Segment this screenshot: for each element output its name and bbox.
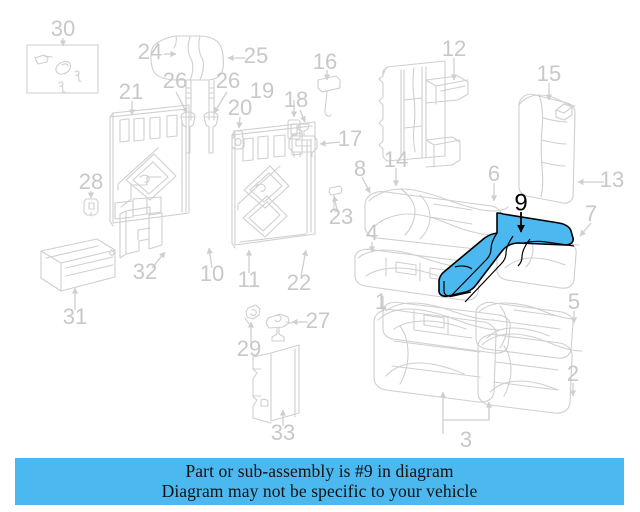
leader-26b — [213, 91, 228, 114]
part-32-bracket — [119, 206, 163, 259]
callout-8: 8 — [354, 156, 366, 181]
callout-29: 29 — [237, 336, 261, 361]
callout-10: 10 — [200, 261, 224, 286]
callout-13: 13 — [600, 167, 624, 192]
part-33-side-trim-panel — [252, 344, 300, 424]
banner-line-1: Part or sub-assembly is #9 in diagram — [185, 460, 454, 481]
part-5-mid-cushion — [475, 301, 576, 359]
callout-21: 21 — [119, 79, 143, 104]
leader-3-bracket — [439, 391, 493, 434]
leader-10 — [206, 247, 213, 269]
part-26-headrest-guide-left — [180, 111, 196, 154]
part-24-25-headrest — [150, 35, 224, 81]
callout-2: 2 — [567, 361, 579, 386]
leader-22 — [300, 249, 309, 277]
part-12-14-seatback-assembly — [378, 60, 469, 168]
leader-7 — [579, 222, 592, 237]
callout-28: 28 — [79, 169, 103, 194]
callout-27: 27 — [306, 308, 330, 333]
callout-7: 7 — [585, 201, 597, 226]
callout-11: 11 — [238, 267, 261, 292]
callout-6: 6 — [488, 161, 500, 186]
callout-5: 5 — [568, 289, 580, 314]
leader-32 — [151, 251, 166, 269]
part-26-headrest-guide-right — [203, 111, 219, 154]
part-27-latch — [265, 313, 293, 342]
leader-17 — [319, 140, 341, 147]
callout-33: 33 — [271, 420, 295, 445]
leader-8 — [361, 176, 371, 194]
part-9-armrest-highlight — [438, 212, 575, 303]
leader-23 — [332, 195, 339, 211]
callout-14: 14 — [384, 147, 408, 172]
callout-26: 26 — [163, 68, 187, 93]
part-3-bench-cushion-left — [373, 308, 501, 403]
callout-26: 26 — [216, 68, 240, 93]
callout-22: 22 — [287, 270, 311, 295]
part-2-bench-cushion-right — [477, 333, 583, 414]
callout-23: 23 — [329, 204, 353, 229]
part-16-striker — [317, 75, 341, 117]
callout-16: 16 — [313, 49, 337, 74]
callout-9: 9 — [514, 189, 527, 216]
callout-24: 24 — [138, 39, 162, 64]
part-11-22-seatback-frame-right — [231, 121, 316, 249]
callout-31: 31 — [63, 304, 87, 329]
part-23-bolt — [328, 185, 343, 212]
part-21-10-seatback-frame-left — [109, 104, 190, 227]
callout-4: 4 — [366, 220, 378, 245]
callout-3: 3 — [460, 427, 472, 452]
leader-26a — [175, 91, 188, 114]
callout-25: 25 — [244, 43, 268, 68]
part-28-clip — [83, 198, 99, 217]
callout-20: 20 — [228, 95, 252, 120]
info-banner: Part or sub-assembly is #9 in diagram Di… — [15, 458, 624, 505]
part-31-storage-box — [40, 238, 116, 292]
callout-32: 32 — [133, 259, 157, 284]
leader-18 — [299, 109, 306, 123]
part-24-headrest-posts — [185, 79, 215, 121]
callout-15: 15 — [537, 61, 561, 86]
callout-17: 17 — [338, 126, 362, 151]
callout-12: 12 — [442, 36, 466, 61]
callout-30: 30 — [51, 16, 75, 41]
leader-20 — [236, 116, 243, 129]
callout-19: 19 — [250, 78, 274, 103]
callout-1: 1 — [375, 289, 387, 314]
part-30-hardware-box — [26, 44, 99, 94]
banner-line-2: Diagram may not be specific to your vehi… — [161, 480, 478, 501]
callout-18: 18 — [284, 87, 308, 112]
